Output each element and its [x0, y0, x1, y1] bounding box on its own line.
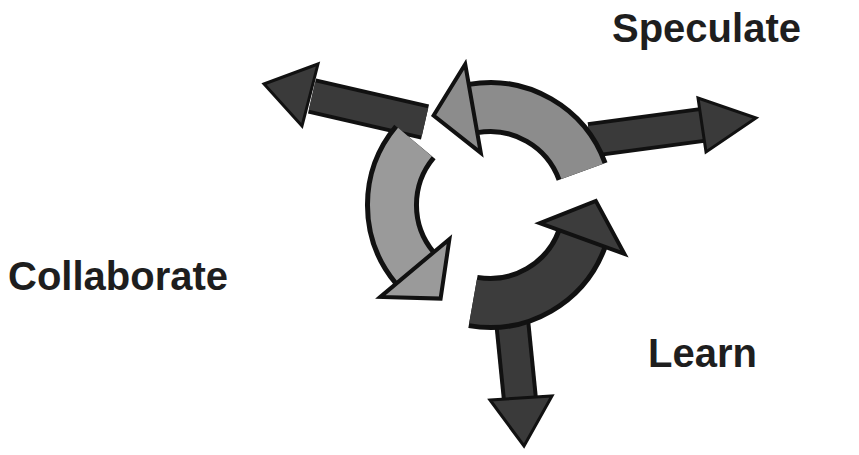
arc-outline [473, 107, 582, 171]
arc-body [473, 107, 582, 171]
cycle-arrow [380, 142, 449, 299]
arc-outline [473, 239, 582, 303]
cycle-arrow [473, 201, 624, 303]
branch-shaft [590, 125, 702, 140]
arc-head [540, 201, 625, 254]
branch-shaft-outline [590, 125, 702, 140]
phase-label: Learn [648, 331, 757, 375]
arc-body [473, 239, 582, 303]
branch-arrow [264, 64, 425, 126]
cycle-arrow [434, 64, 582, 171]
phase-label: Collaborate [8, 254, 228, 298]
branch-shaft [312, 96, 425, 122]
branch-head [264, 64, 318, 126]
arc-body [392, 142, 415, 268]
branch-head [490, 396, 552, 446]
arc-outline [392, 142, 415, 268]
arc-head [434, 64, 481, 153]
phase-label: Speculate [612, 6, 801, 50]
branch-arrow [590, 98, 756, 152]
branch-shaft-outline [312, 96, 425, 122]
branch-head [698, 98, 756, 152]
arc-head [380, 239, 449, 299]
